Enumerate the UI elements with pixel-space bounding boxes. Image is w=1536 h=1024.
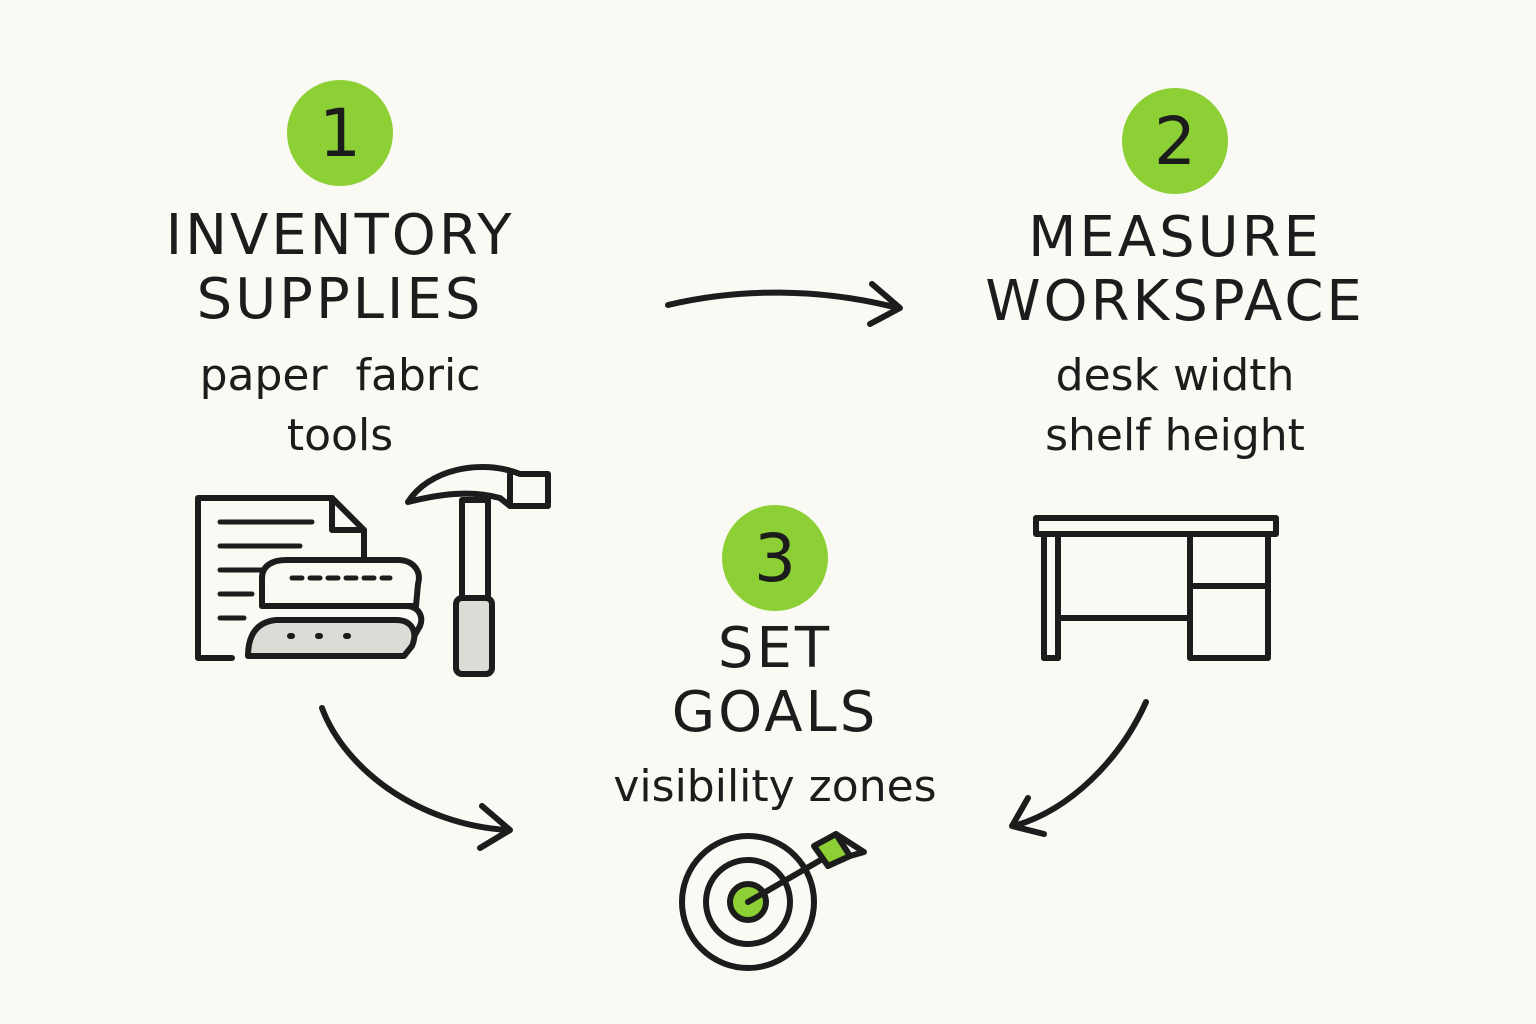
step-detail: visibility zones (580, 757, 970, 817)
step-number-badge: 1 (287, 80, 393, 186)
step-number-badge: 2 (1122, 88, 1228, 194)
step-detail-line-2: shelf height (1045, 410, 1305, 461)
step-title-line-1: SET (717, 616, 833, 681)
target-icon (679, 831, 867, 971)
step-number-badge: 3 (722, 505, 828, 611)
fabric-stack-icon (245, 557, 425, 659)
step-number: 2 (1154, 102, 1196, 180)
step-number: 1 (319, 94, 361, 172)
step-number: 3 (754, 519, 796, 597)
step-title-line-2: GOALS (671, 680, 879, 745)
paper-icon (195, 495, 367, 661)
hammer-icon (405, 464, 551, 677)
arrow-step1-to-step3 (319, 705, 513, 851)
step-detail: paper fabric tools (140, 346, 540, 466)
desk-icon (1033, 515, 1279, 661)
step-set-goals: 3 SET GOALS visibility zones (580, 505, 970, 817)
step-title-line-2: WORKSPACE (985, 269, 1365, 334)
step-title-line-2: SUPPLIES (196, 267, 484, 332)
step-title: INVENTORY SUPPLIES (140, 204, 540, 332)
arrow-step2-to-step3 (1009, 699, 1149, 837)
step-title-line-1: INVENTORY (165, 203, 515, 268)
step-detail: desk width shelf height (970, 346, 1380, 466)
arrow-step1-to-step2 (665, 281, 903, 327)
step-detail-line-1: paper fabric (199, 350, 481, 401)
step-title: SET GOALS (580, 617, 970, 745)
step-detail-line-1: visibility zones (613, 761, 937, 812)
step-title-line-1: MEASURE (1028, 205, 1322, 270)
step-detail-line-2: tools (286, 410, 394, 461)
step-inventory-supplies: 1 INVENTORY SUPPLIES paper fabric tools (140, 80, 540, 466)
step-measure-workspace: 2 MEASURE WORKSPACE desk width shelf hei… (970, 88, 1380, 466)
step-title: MEASURE WORKSPACE (970, 206, 1380, 334)
step-detail-line-1: desk width (1055, 350, 1295, 401)
